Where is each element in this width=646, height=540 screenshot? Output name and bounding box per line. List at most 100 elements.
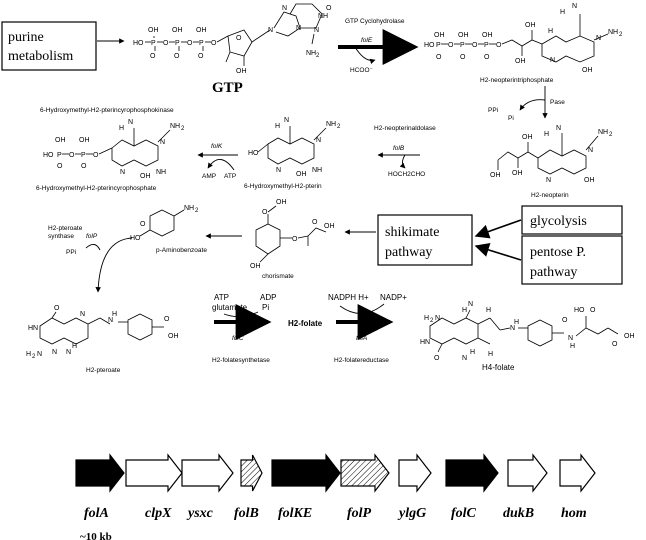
atp-label: ATP bbox=[224, 173, 236, 180]
svg-text:OH: OH bbox=[582, 67, 593, 74]
gene-arrow-hom bbox=[559, 453, 596, 493]
purine-line-1: purine bbox=[8, 30, 44, 45]
pteroate-label: H2-pteroate bbox=[86, 367, 121, 374]
svg-text:N: N bbox=[468, 301, 473, 308]
svg-text:NH: NH bbox=[184, 205, 194, 212]
svg-text:OH: OH bbox=[55, 137, 66, 144]
pteroate-synthase-line-1: H2-pteroate bbox=[48, 225, 83, 232]
svg-text:HO: HO bbox=[574, 307, 585, 314]
svg-text:HN: HN bbox=[28, 325, 38, 332]
svg-text:NH: NH bbox=[318, 13, 328, 20]
pentose-pathway-box: pentose P. pathway bbox=[521, 235, 623, 285]
gtp-label: GTP bbox=[212, 80, 243, 96]
glycolaldehyde-label: HOCH2CHO bbox=[388, 171, 425, 178]
gene-label-folB: folB bbox=[234, 506, 259, 521]
h2folate-label: H2-folate bbox=[288, 319, 323, 328]
svg-text:H: H bbox=[26, 351, 31, 358]
hydroxymethylpterin-structure: HO H N N NH 2 NH OH N bbox=[248, 117, 341, 178]
svg-text:NH: NH bbox=[326, 121, 336, 128]
pyrophosphokinase-label: 6-Hydroxymethyl-H2-pterincyrophosphokina… bbox=[40, 107, 174, 114]
gene-arrow-ysxc bbox=[181, 453, 234, 493]
gene-label-ysxc: ysxc bbox=[186, 506, 214, 521]
pentose-line-1: pentose P. bbox=[530, 245, 586, 260]
svg-text:N: N bbox=[435, 315, 440, 322]
atp-line: ATP bbox=[214, 293, 229, 302]
svg-text:N: N bbox=[66, 349, 71, 356]
svg-text:NH: NH bbox=[312, 167, 322, 174]
ppi-label: PPi bbox=[488, 107, 498, 114]
svg-text:OH: OH bbox=[512, 170, 523, 177]
svg-text:OH: OH bbox=[490, 172, 501, 179]
svg-text:O: O bbox=[448, 42, 454, 49]
svg-text:H: H bbox=[424, 315, 429, 322]
svg-text:HO: HO bbox=[43, 152, 54, 159]
nadp-label: NADP+ bbox=[380, 293, 407, 302]
gtp-structure: HO P OH O O P OH O O P OH O O O OH N N N… bbox=[133, 3, 332, 96]
hcoo-release bbox=[354, 46, 376, 64]
svg-text:O: O bbox=[81, 163, 87, 170]
svg-text:OH: OH bbox=[172, 27, 183, 34]
gene-arrow-folA bbox=[75, 453, 125, 493]
svg-text:OH: OH bbox=[196, 27, 207, 34]
svg-text:OH: OH bbox=[482, 32, 493, 39]
svg-text:N: N bbox=[284, 117, 289, 124]
svg-text:N: N bbox=[546, 177, 551, 184]
gene-label-folKE: folKE bbox=[278, 506, 312, 521]
glycolysis-label: glycolysis bbox=[530, 214, 587, 229]
svg-text:N: N bbox=[314, 27, 319, 34]
glycolysis-arrow bbox=[474, 219, 522, 239]
atp-amp-curve bbox=[207, 159, 235, 171]
svg-text:O: O bbox=[174, 53, 180, 60]
paba-structure: NH 2 HO O bbox=[130, 205, 199, 242]
svg-text:H: H bbox=[119, 125, 124, 132]
svg-text:O: O bbox=[436, 54, 442, 61]
svg-text:P: P bbox=[57, 152, 62, 159]
pteroate-synthase-line-2: synthase bbox=[48, 233, 74, 240]
purine-line-2: metabolism bbox=[8, 49, 73, 64]
gene-arrow-folB bbox=[240, 454, 263, 492]
svg-text:H: H bbox=[560, 9, 565, 16]
svg-text:N: N bbox=[128, 119, 133, 126]
nadph-curve bbox=[339, 303, 385, 314]
svg-text:N: N bbox=[52, 349, 57, 356]
glycolaldehyde-release bbox=[399, 154, 406, 169]
svg-text:NH: NH bbox=[170, 123, 180, 130]
gene-label-dukB: dukB bbox=[503, 506, 534, 521]
svg-text:OH: OH bbox=[525, 22, 536, 29]
svg-text:O: O bbox=[460, 54, 466, 61]
glutamate-line: glutamate bbox=[212, 303, 248, 312]
svg-text:N: N bbox=[316, 137, 321, 144]
svg-text:N: N bbox=[596, 35, 601, 42]
gene-label-clpX: clpX bbox=[145, 506, 172, 521]
gene-arrow-folP bbox=[340, 453, 390, 493]
svg-text:O: O bbox=[562, 317, 568, 324]
neopterin-label: H2-neopterin bbox=[531, 192, 569, 199]
svg-text:OH: OH bbox=[324, 223, 335, 230]
svg-text:2: 2 bbox=[181, 126, 185, 132]
svg-text:O: O bbox=[69, 152, 75, 159]
purine-metabolism-box: purine metabolism bbox=[1, 21, 97, 71]
shikimate-line-2: pathway bbox=[385, 245, 432, 260]
svg-text:2: 2 bbox=[32, 354, 36, 360]
svg-text:N: N bbox=[296, 25, 301, 32]
svg-text:P: P bbox=[436, 42, 441, 49]
svg-text:P: P bbox=[460, 42, 465, 49]
pase-label: Pase bbox=[550, 99, 565, 106]
svg-text:2: 2 bbox=[430, 318, 434, 324]
svg-text:OH: OH bbox=[140, 173, 151, 180]
gene-arrow-folC bbox=[445, 453, 499, 493]
pi-label: Pi bbox=[508, 115, 514, 122]
svg-text:N: N bbox=[276, 167, 281, 174]
neopterin-structure: OH OH OH H N N NH 2 OH N bbox=[490, 125, 613, 184]
svg-text:HO: HO bbox=[133, 40, 144, 47]
gene-folA-label: folA bbox=[356, 335, 367, 342]
svg-text:OH: OH bbox=[79, 137, 90, 144]
svg-text:OH: OH bbox=[250, 263, 261, 270]
hcoo-label: HCOO⁻ bbox=[350, 67, 374, 74]
gene-label-folA: folA bbox=[84, 506, 109, 521]
svg-text:O: O bbox=[54, 305, 60, 312]
svg-text:OH: OH bbox=[624, 333, 635, 340]
svg-text:N: N bbox=[80, 311, 85, 318]
gene-label-hom: hom bbox=[561, 506, 587, 521]
